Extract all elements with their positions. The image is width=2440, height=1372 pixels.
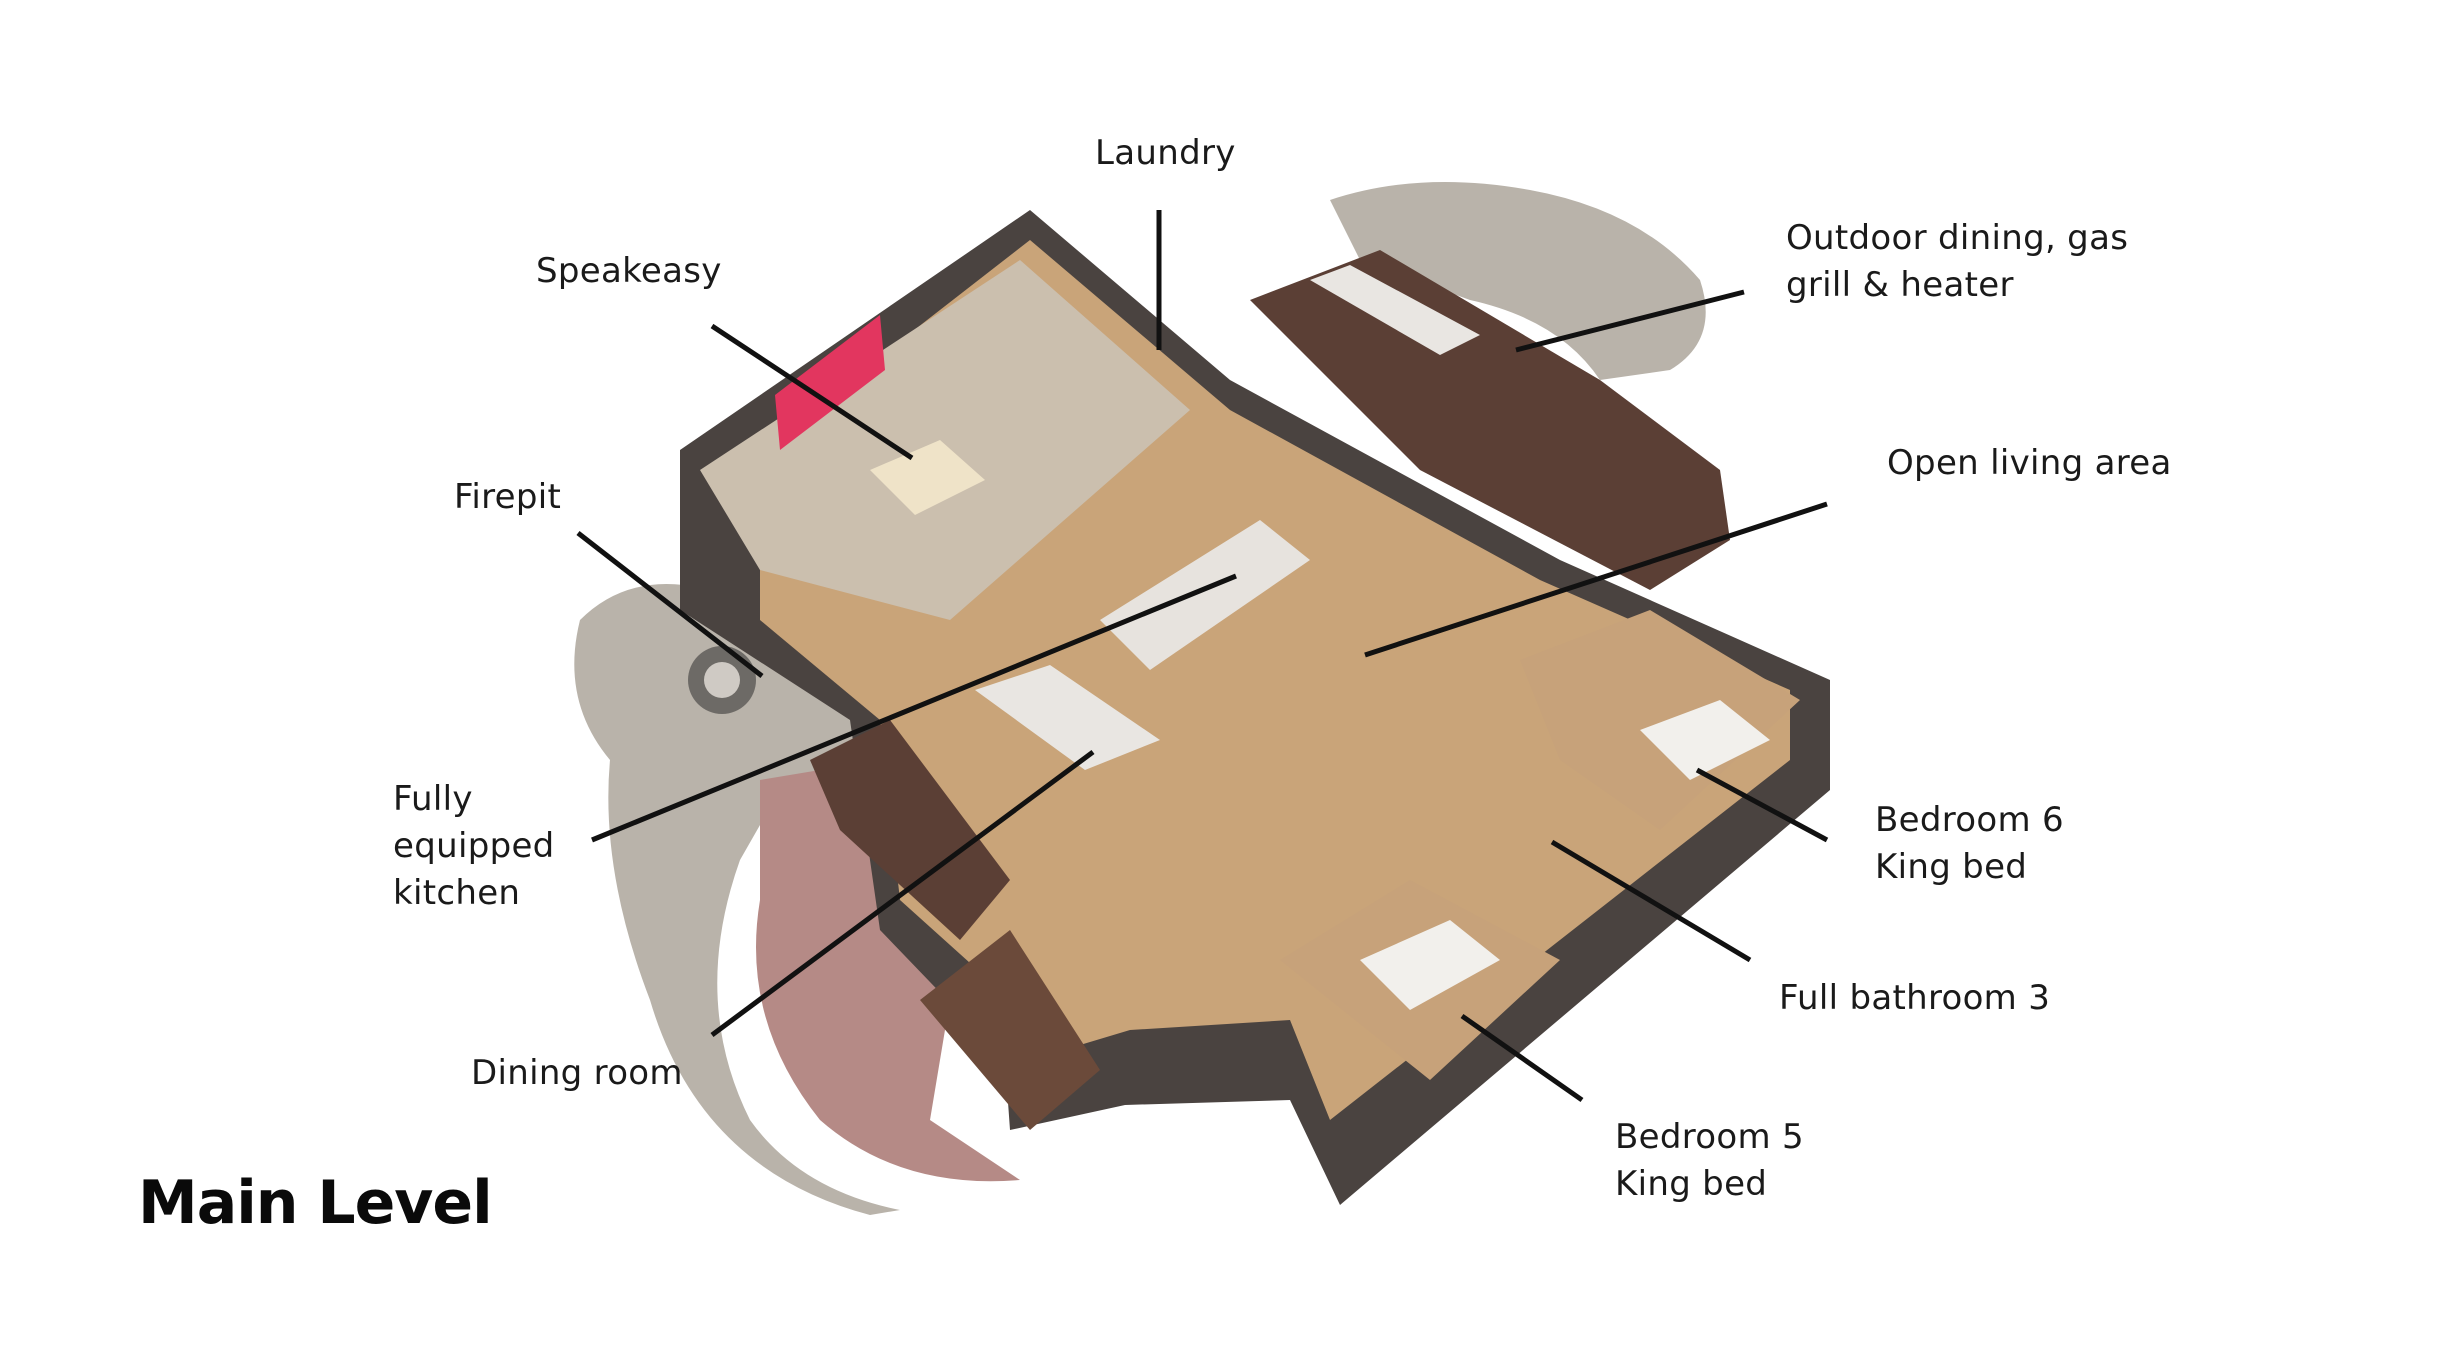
label-kitchen: Fully equipped kitchen [393, 776, 555, 917]
dining-table [975, 665, 1160, 770]
stone-patio-top-right [1330, 182, 1706, 380]
label-open-living: Open living area [1887, 440, 2172, 487]
exterior-stairs [920, 930, 1100, 1130]
label-bedroom5-line-1: Bedroom 5 [1615, 1117, 1804, 1157]
art-panel [775, 315, 885, 450]
label-kitchen-line-3: kitchen [393, 873, 521, 913]
label-firepit-line-1: Firepit [454, 477, 562, 517]
label-outdoor-dining: Outdoor dining, gas grill & heater [1786, 215, 2128, 309]
firepit-center [704, 662, 740, 698]
leader-lines [576, 210, 1829, 1103]
bed-bedroom5 [1360, 920, 1500, 1010]
outdoor-table [1310, 265, 1480, 355]
leader-firepit [576, 531, 764, 678]
bed-bedroom6 [1640, 700, 1770, 780]
leader-dining-room [710, 749, 1095, 1038]
label-speakeasy-line-1: Speakeasy [536, 251, 722, 291]
label-dining-room: Dining room [471, 1050, 683, 1097]
label-bedroom6-line-2: King bed [1875, 847, 2028, 887]
label-laundry: Laundry [1095, 130, 1236, 177]
interior-wall-kitchen [1100, 520, 1310, 670]
pool-table [870, 440, 985, 515]
deck-top-right [1250, 250, 1730, 590]
label-outdoor-dining-line-1: Outdoor dining, gas [1786, 218, 2129, 258]
label-outdoor-dining-line-2: grill & heater [1786, 265, 2014, 305]
leader-bathroom3 [1550, 839, 1752, 963]
label-bedroom5-line-2: King bed [1615, 1164, 1768, 1204]
label-bedroom6: Bedroom 6 King bed [1875, 797, 2064, 891]
leader-bedroom5 [1460, 1013, 1584, 1103]
label-laundry-line-1: Laundry [1095, 133, 1236, 173]
label-kitchen-line-1: Fully [393, 779, 473, 819]
label-open-living-line-1: Open living area [1887, 443, 2172, 483]
leader-outdoor-dining [1515, 289, 1745, 353]
label-kitchen-line-2: equipped [393, 826, 555, 866]
leader-open-living [1364, 501, 1828, 658]
leader-kitchen [591, 573, 1237, 843]
page-title: Main Level [138, 1168, 493, 1238]
leader-bedroom6 [1695, 767, 1829, 843]
bedroom6-floor [1520, 610, 1800, 830]
label-bedroom6-line-1: Bedroom 6 [1875, 800, 2064, 840]
speakeasy-floor [700, 260, 1190, 620]
label-bathroom3-line-1: Full bathroom 3 [1779, 978, 2051, 1018]
deck-left [810, 720, 1010, 940]
brick-path [756, 760, 1020, 1182]
label-firepit: Firepit [454, 474, 561, 521]
stone-patio-left [574, 584, 900, 1215]
label-dining-room-line-1: Dining room [471, 1053, 683, 1093]
label-bathroom3: Full bathroom 3 [1779, 975, 2050, 1022]
label-bedroom5: Bedroom 5 King bed [1615, 1114, 1804, 1208]
leader-speakeasy [710, 323, 914, 461]
label-speakeasy: Speakeasy [536, 248, 722, 295]
